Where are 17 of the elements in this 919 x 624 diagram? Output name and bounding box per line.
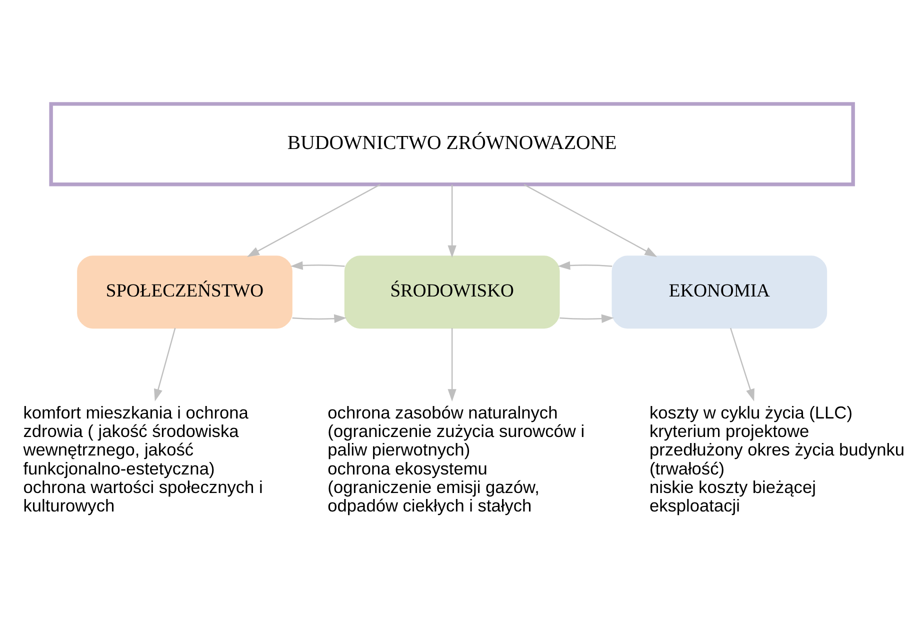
arrow: [448, 328, 456, 401]
node-box: BUDOWNICTWO ZRÓWNOWAZONE: [49, 102, 855, 186]
arrow: [247, 184, 380, 256]
arrow: [524, 184, 658, 256]
node-text: komfort mieszkania i ochrona zdrowia ( jakość środowiska wewnętrznego, jakość funkcjonalno-estetyczna) ochrona wartości społecznych i kulturowych: [23, 402, 263, 515]
arrow: [292, 314, 347, 322]
arrow: [448, 184, 456, 258]
arrow: [154, 327, 176, 401]
arrow: [730, 327, 754, 401]
arrow: [560, 314, 614, 322]
node-text: koszty w cyklu życia (LLC) kryterium projektowe przedłużony okres życia budynku (trwałość) niskie koszty bieżącej eksploatacji: [649, 402, 904, 515]
node-box: SPOŁECZEŃSTWO: [77, 255, 292, 328]
node-text: ochrona zasobów naturalnych (ograniczenie zużycia surowców i paliw pierwotnych) ochrona ekosystemu (ograniczenie emisji gazów, odpadów ciekłych i stałych: [328, 402, 585, 515]
node-box: ŚRODOWISKO: [344, 255, 560, 328]
arrow: [558, 260, 612, 270]
node-box: EKONOMIA: [612, 255, 828, 328]
arrow: [290, 260, 345, 270]
